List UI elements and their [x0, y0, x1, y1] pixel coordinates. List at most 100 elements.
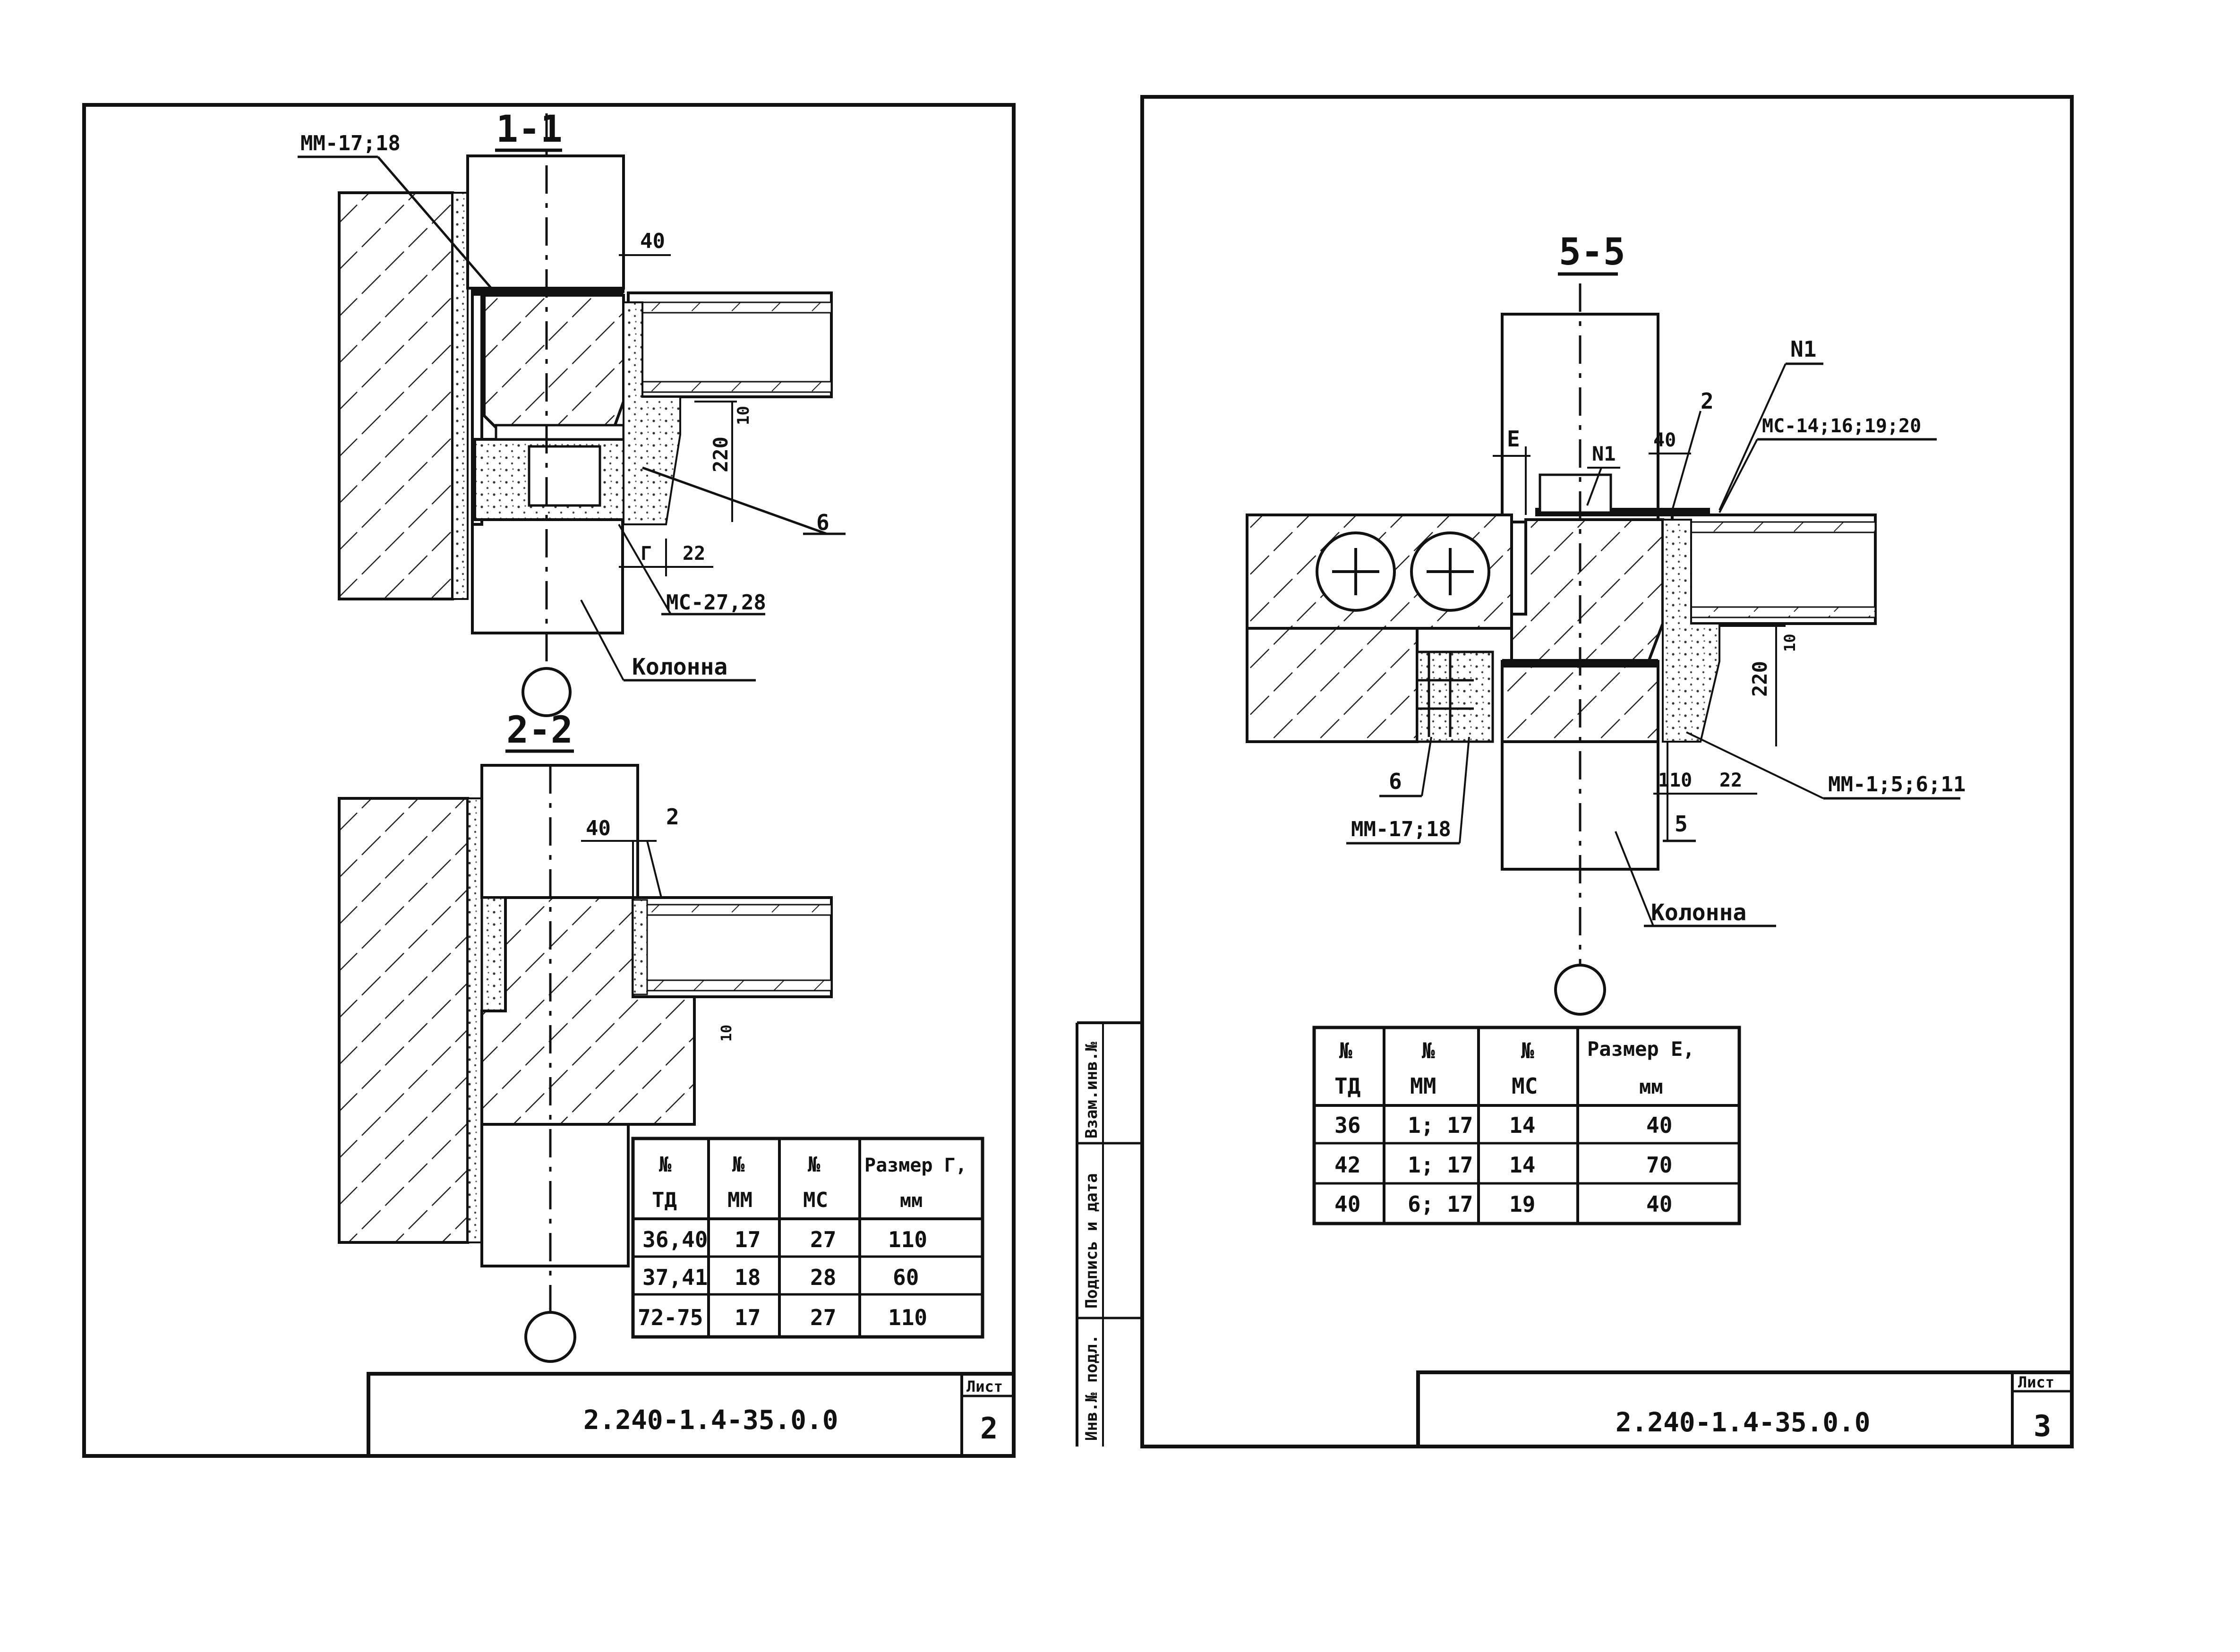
table-left-r2c2: 27	[810, 1305, 836, 1330]
section-1-1-title: 1-1	[496, 108, 563, 151]
label-mm-1-5-6-11: ММ-1;5;6;11	[1828, 772, 1966, 796]
section-5-5-title: 5-5	[1559, 231, 1625, 274]
table-right-r2c3: 40	[1646, 1191, 1672, 1217]
section-2-2: 2-2 40 2 10	[338, 709, 833, 1363]
label-mc-14-16-19-20: МС-14;16;19;20	[1762, 415, 1921, 437]
label-2-b: 2	[1701, 388, 1714, 414]
dim-g: Г	[641, 543, 652, 565]
label-mm-17-18-b: ММ-17;18	[1351, 817, 1451, 841]
wall-mortar-strip	[452, 192, 469, 600]
table-left-h0a: №	[659, 1153, 672, 1177]
table-right-r2c1: 6; 17	[1408, 1191, 1473, 1217]
dim-40-b: 40	[586, 816, 611, 840]
table-right-h0a: №	[1339, 1038, 1352, 1063]
title-block-left-code: 2.240-1.4-35.0.0	[583, 1405, 838, 1436]
label-n1-top: N1	[1790, 336, 1816, 362]
table-left: № ТД № ММ № МС Размер Г, мм 36,40 17 27 …	[631, 1137, 984, 1339]
label-5: 5	[1675, 811, 1688, 837]
dim-10-b: 10	[718, 1025, 735, 1042]
table-left-h2a: №	[808, 1153, 821, 1177]
dim-22-b: 22	[1719, 770, 1742, 791]
section-5-5: 5-5	[1246, 231, 1966, 1016]
table-right-r0c3: 40	[1646, 1113, 1672, 1138]
right-sheet: Взам.инв.№ Подпись и дата Инв.№ подл. 5-…	[1076, 95, 2074, 1448]
axis-marker-2	[524, 1311, 576, 1363]
table-left-r0c0: 36,40	[642, 1227, 708, 1252]
crossbar-hatched-5	[1510, 518, 1664, 663]
table-left-r0c1: 17	[735, 1227, 761, 1252]
table-right-r1c0: 42	[1334, 1152, 1360, 1178]
dim-10-c: 10	[1781, 633, 1799, 652]
table-left-r1c2: 28	[810, 1265, 836, 1290]
table-right-h2b: МС	[1512, 1073, 1538, 1099]
axis-marker-1	[522, 667, 572, 717]
section-2-2-title: 2-2	[506, 709, 573, 752]
table-right-r1c1: 1; 17	[1408, 1152, 1473, 1178]
table-left-h0b: ТД	[652, 1188, 677, 1212]
table-left-r0c2: 27	[810, 1227, 836, 1252]
label-column-a: Колонна	[632, 654, 727, 680]
table-right-h2a: №	[1521, 1038, 1534, 1063]
table-right-r2c0: 40	[1334, 1191, 1360, 1217]
label-6-a: 6	[816, 510, 829, 535]
title-block-left-sheet-label: Лист	[966, 1378, 1003, 1395]
embedded-plate	[472, 288, 624, 296]
table-right-h1a: №	[1422, 1038, 1435, 1063]
table-left-r0c3: 110	[888, 1227, 927, 1252]
table-right: № ТД № ММ № МС Размер Е, мм 36 1; 17 14 …	[1312, 1026, 1741, 1225]
table-right-h3a: Размер Е,	[1587, 1037, 1695, 1061]
title-block-right-sheet-label: Лист	[2018, 1373, 2054, 1391]
table-left-r2c1: 17	[735, 1305, 761, 1330]
dim-220-b: 220	[1748, 661, 1771, 697]
table-left-h1b: ММ	[727, 1188, 752, 1212]
dim-40-c: 40	[1653, 429, 1676, 451]
beam-left	[1246, 627, 1419, 743]
mortar-joint	[623, 301, 681, 525]
side-stamp: Взам.инв.№ Подпись и дата Инв.№ подл.	[1077, 1023, 1142, 1447]
dim-40-a: 40	[640, 229, 665, 253]
wall-hatched-2	[338, 797, 469, 1244]
side-stamp-cell-3: Инв.№ подл.	[1082, 1335, 1101, 1441]
column-lower-2	[480, 1123, 630, 1267]
section-1-1: 1-1 М	[298, 108, 846, 717]
table-right-r1c2: 14	[1509, 1152, 1535, 1178]
label-column-b: Колонна	[1651, 899, 1746, 926]
dim-22-a: 22	[683, 543, 705, 565]
table-right-r1c3: 70	[1646, 1152, 1672, 1178]
table-right-r0c1: 1; 17	[1408, 1113, 1473, 1138]
column-upper-2	[480, 764, 639, 899]
table-left-h2b: МС	[803, 1188, 828, 1212]
table-left-r1c1: 18	[735, 1265, 761, 1290]
title-block-right: 2.240-1.4-35.0.0 Лист 3	[1416, 1370, 2074, 1448]
dim-110: 110	[1658, 770, 1692, 791]
label-2-a: 2	[666, 804, 679, 830]
table-right-r2c2: 19	[1509, 1191, 1535, 1217]
label-6-b: 6	[1389, 769, 1402, 794]
side-stamp-cell-2: Подпись и дата	[1082, 1173, 1101, 1309]
table-left-r2c3: 110	[888, 1305, 927, 1330]
table-right-h0b: ТД	[1334, 1073, 1360, 1099]
table-left-r1c0: 37,41	[642, 1265, 708, 1290]
table-left-r1c3: 60	[893, 1265, 919, 1290]
dim-220-a: 220	[709, 437, 732, 472]
table-right-h3b: мм	[1639, 1075, 1663, 1098]
table-right-h1b: ММ	[1410, 1073, 1436, 1099]
label-n1: N1	[1592, 442, 1616, 465]
label-mc-27-28: МС-27,28	[666, 591, 766, 615]
table-left-h3b: мм	[900, 1190, 923, 1212]
table-right-r0c0: 36	[1334, 1113, 1360, 1138]
title-block-right-sheet-no: 3	[2034, 1409, 2051, 1443]
table-left-h3a: Размер Г,	[864, 1155, 967, 1176]
side-stamp-cell-1: Взам.инв.№	[1082, 1042, 1101, 1138]
title-block-right-code: 2.240-1.4-35.0.0	[1616, 1407, 1870, 1438]
left-sheet: 1-1 М	[82, 103, 1016, 1458]
axis-marker-5	[1554, 964, 1606, 1016]
table-left-r2c0: 72-75	[638, 1305, 703, 1330]
crossbar-hatched	[483, 294, 625, 429]
table-right-r0c2: 14	[1509, 1113, 1535, 1138]
mortar-joint-5	[1662, 519, 1720, 743]
wall-hatched	[338, 191, 454, 600]
title-block-left: 2.240-1.4-35.0.0 Лист 2	[367, 1372, 1016, 1458]
label-mm-17-18-a: ММ-17;18	[300, 131, 401, 155]
